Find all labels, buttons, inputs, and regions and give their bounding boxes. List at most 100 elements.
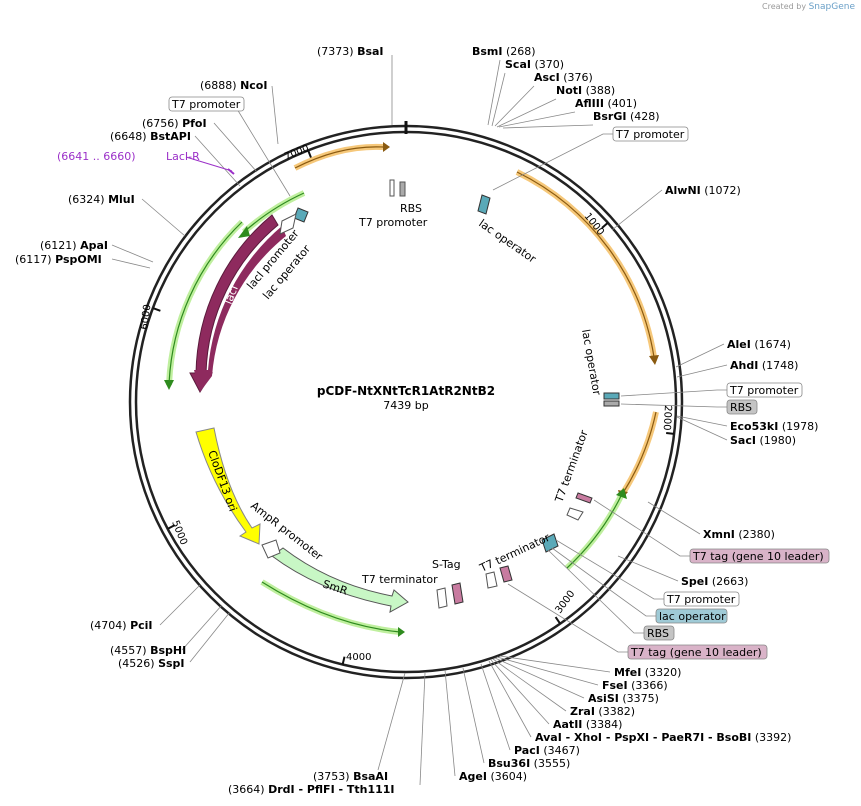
site-leader: [491, 72, 506, 127]
restriction-site-label: BsmI (268): [472, 45, 536, 58]
box-leader: [593, 499, 690, 557]
site-leader: [498, 111, 576, 128]
site-position: (2380): [738, 528, 775, 541]
restriction-site-label: (6756) PfoI: [142, 117, 207, 130]
site-name: AflIII: [575, 97, 604, 110]
restriction-site-label: AgeI (3604): [459, 770, 527, 783]
orange-arcs: [293, 142, 659, 500]
site-position: (2663): [712, 575, 749, 588]
site-name: ScaI: [505, 58, 531, 71]
restriction-site-label: AscI (376): [534, 71, 593, 84]
site-name-extra: - PaeR7I: [649, 731, 704, 744]
box-leader: [547, 549, 644, 634]
site-name: NcoI: [240, 79, 267, 92]
feature-label-box: [655, 608, 728, 624]
site-position: (388): [586, 84, 616, 97]
restriction-site-label: (4704) PciI: [90, 619, 153, 632]
restriction-site-label: (3753) BsaAI: [313, 770, 388, 783]
feature-label-box: [663, 591, 740, 607]
box-leader: [555, 539, 664, 600]
site-name: AsiSI: [588, 692, 619, 705]
site-leader: [492, 658, 567, 712]
site-name: SspI: [158, 657, 184, 670]
site-position: (3366): [631, 679, 668, 692]
site-position: (3320): [645, 666, 682, 679]
feature-label-box: [612, 126, 689, 142]
site-leader: [444, 669, 456, 777]
feature-label-text: T7 promoter: [171, 98, 241, 111]
site-name: Bsu36I: [488, 757, 530, 770]
t7-terminator-mid-label: T7 terminator: [361, 573, 438, 586]
site-name: BsrGI: [593, 110, 626, 123]
ampr-promoter-glyph: [261, 539, 281, 559]
site-name: PciI: [130, 619, 152, 632]
site-name-extra: - XhoI: [562, 731, 602, 744]
site-name-extra: - PspXI: [602, 731, 649, 744]
arc-orange-lower: [620, 411, 659, 495]
site-position: (6117): [15, 253, 52, 266]
restriction-site-label: AleI (1674): [727, 338, 791, 351]
restriction-site-label: (4557) BspHI: [110, 644, 186, 657]
site-name: AlwNI: [665, 184, 701, 197]
site-leader: [111, 258, 151, 269]
site-leader: [488, 660, 532, 738]
site-position: (1748): [762, 359, 799, 372]
site-name: Eco53kI: [730, 420, 778, 433]
site-leader: [377, 672, 406, 771]
restriction-site-label: (6117) PspOMI: [15, 253, 102, 266]
primer-leader: [185, 156, 233, 172]
feature-label-text: T7 promoter: [666, 593, 736, 606]
box-leader: [620, 389, 727, 397]
restriction-site-label: AflIII (401): [575, 97, 637, 110]
site-position: (3375): [622, 692, 659, 705]
restriction-site-label: ScaI (370): [505, 58, 564, 71]
restriction-site-label: MfeI (3320): [614, 666, 681, 679]
site-leader: [141, 198, 186, 237]
restriction-site-label: (7373) BsaI: [317, 45, 384, 58]
restriction-site-label: (4526) SspI: [118, 657, 185, 670]
site-name: PspOMI: [55, 253, 102, 266]
t7-terminator-right-label: T7 terminator: [552, 428, 591, 505]
lac-operator-glyph-top: [477, 194, 491, 215]
restriction-site-label: ZraI (3382): [570, 705, 635, 718]
arc-green-right: [564, 492, 625, 571]
site-name: MluI: [108, 193, 135, 206]
t7-tag-glyph-bottom: [499, 565, 513, 583]
site-leader: [676, 416, 728, 441]
site-labels: (7373) BsaI BsmI (268)ScaI (370)AscI (376…: [15, 45, 818, 796]
green-arcs: [164, 190, 627, 637]
site-name: FseI: [602, 679, 628, 692]
primer-mark: [227, 168, 235, 175]
restriction-site-label: NotI (388): [556, 84, 615, 97]
feature-label-box: [643, 625, 675, 641]
box-leader: [507, 583, 628, 653]
restriction-site-label: AatII (3384): [553, 718, 622, 731]
laci-arrow-body: [194, 226, 286, 392]
restriction-site-label: SpeI (2663): [681, 575, 748, 588]
site-leader: [111, 244, 154, 263]
site-position: (4557): [110, 644, 147, 657]
tick-mark: [167, 524, 176, 530]
site-position: (6121): [40, 239, 77, 252]
site-name: ApaI: [80, 239, 108, 252]
feature-label-text: RBS: [647, 627, 669, 640]
site-position: (6756): [142, 117, 179, 130]
rbs-glyph-right: [603, 400, 620, 407]
lac-operator-top-label: lac operator: [476, 217, 538, 266]
site-position: (3604): [490, 770, 527, 783]
clodf13-ori-arrow: [195, 427, 261, 545]
feature-glyphs: [261, 179, 620, 609]
site-name: PacI: [514, 744, 540, 757]
rbs-glyph: [389, 179, 395, 197]
site-leader: [676, 415, 728, 427]
restriction-site-label: (3664) DrdI - PflFI - Tth111I: [228, 783, 395, 796]
site-name-extra: - PflFI: [295, 783, 335, 796]
restriction-site-label: FseI (3366): [602, 679, 668, 692]
site-leader: [181, 604, 223, 651]
site-position: (4526): [118, 657, 155, 670]
site-name: AvaI: [535, 731, 562, 744]
tick-label: 6000: [139, 304, 153, 331]
restriction-site-label: AvaI - XhoI - PspXI - PaeR7I - BsoBI (33…: [535, 731, 791, 744]
